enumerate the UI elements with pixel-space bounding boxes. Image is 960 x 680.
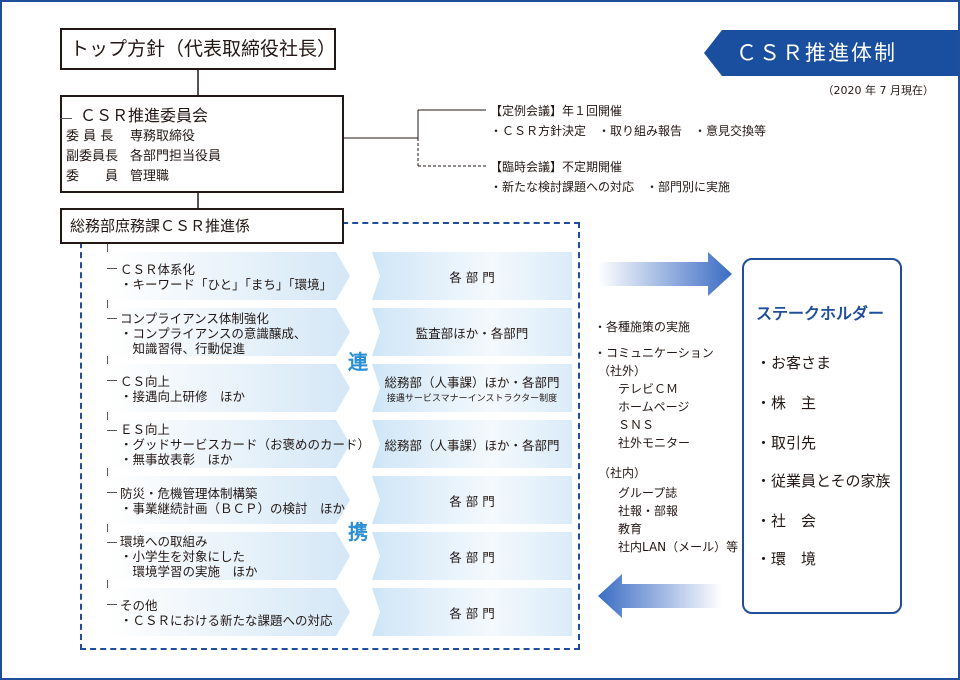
arrow-right-icon	[598, 252, 732, 296]
inside-channel: 社内LAN（メール）等	[618, 540, 739, 554]
responsible-dept: 各 部 門	[372, 532, 572, 580]
responsible-dept: 各 部 門	[372, 476, 572, 524]
inside-channel: グループ誌	[618, 486, 678, 500]
responsible-dept: 総務部（人事課）ほか・各部門	[372, 420, 572, 468]
stakeholder-title: ステークホルダー	[756, 304, 885, 323]
stakeholder-item: ・株 主	[756, 394, 817, 412]
committee-member: 委 員 長専務取締役	[66, 129, 196, 144]
initiative-item	[88, 532, 350, 580]
page-title: ＣＳＲ推進体制	[704, 30, 958, 76]
tree-branch	[107, 492, 117, 493]
initiative-text: ＥＳ向上・グッドサービスカード（お褒めのカード）・無事故表彰 ほか	[120, 422, 371, 467]
top-policy-box: トップ方針（代表取締役社長）	[60, 28, 336, 70]
tree-branch	[107, 430, 117, 431]
inside-label: （社内）	[598, 466, 647, 480]
initiative-item	[88, 476, 350, 524]
date-note: （2020 年 7 月現在）	[822, 84, 934, 97]
csr-committee-box: ＣＳＲ推進委員会 委 員 長専務取締役 副委員長各部門担当役員 委 員管理職	[60, 95, 344, 193]
initiative-item	[88, 364, 350, 412]
tree-branch	[107, 318, 117, 319]
outside-channel: ホームページ	[618, 400, 690, 414]
stakeholder-item: ・お客さま	[756, 354, 832, 372]
outside-channel: 社外モニター	[618, 436, 691, 450]
middle-line: ・コミュニケーション	[594, 346, 714, 360]
outside-channel: ＳＮＳ	[618, 418, 655, 432]
responsible-dept: 各 部 門	[372, 252, 572, 300]
outside-channel: テレビＣＭ	[618, 382, 679, 396]
initiative-item	[88, 588, 350, 636]
member-tick	[60, 118, 72, 119]
department-box: 総務部庶務課ＣＳＲ推進係	[60, 208, 344, 244]
initiative-text: ＣＳＲ体系化・キーワード「ひと」「まち」「環境」	[120, 262, 333, 292]
stakeholder-item: ・環 境	[756, 550, 817, 568]
renkei-char: 連	[348, 350, 368, 374]
tree-branch	[107, 380, 117, 381]
initiative-text: 環境への取組み・小学生を対象にした 環境学習の実施 ほか	[120, 534, 258, 579]
responsible-dept: 総務部（人事課）ほか・各部門接遇サービスマナーインストラクター制度	[372, 364, 572, 412]
stakeholder-box: ステークホルダー ・お客さま ・株 主 ・取引先 ・従業員とその家族 ・社 会 …	[742, 258, 902, 614]
initiative-text: コンプライアンス体制強化・コンプライアンスの意識醸成、 知識習得、行動促進	[120, 311, 307, 356]
renkei-char: 携	[348, 520, 368, 544]
responsible-dept: 監査部ほか・各部門	[372, 308, 572, 356]
tree-branch	[107, 604, 117, 605]
stakeholder-item: ・従業員とその家族	[756, 472, 891, 490]
initiative-text: 防災・危機管理体制構築・事業継続計画（ＢＣＰ）の検討 ほか	[120, 486, 346, 516]
stakeholder-item: ・社 会	[756, 512, 817, 530]
initiative-item	[88, 308, 350, 356]
inside-channel: 社報・部報	[618, 504, 679, 518]
regular-meeting-detail: ・ＣＳＲ方針決定 ・取り組み報告 ・意見交換等	[490, 124, 767, 138]
committee-title: ＣＳＲ推進委員会	[80, 106, 209, 125]
outside-label: （社外）	[598, 364, 647, 378]
arrow-left-icon	[598, 574, 722, 618]
committee-member: 委 員管理職	[66, 169, 170, 184]
adhoc-meeting-detail: ・新たな検討課題への対応 ・部門別に実施	[490, 180, 731, 194]
regular-meeting-title: 【定例会議】年１回開催	[490, 104, 623, 118]
middle-line: ・各種施策の実施	[594, 320, 691, 334]
inside-channel: 教育	[618, 522, 643, 536]
initiative-text: その他・ＣＳＲにおける新たな課題への対応	[120, 598, 333, 628]
initiative-item	[88, 252, 350, 300]
tree-branch	[107, 542, 117, 543]
responsible-dept: 各 部 門	[372, 588, 572, 636]
adhoc-meeting-title: 【臨時会議】不定期開催	[490, 160, 623, 174]
stakeholder-item: ・取引先	[756, 434, 817, 452]
initiative-text: ＣＳ向上・接遇向上研修 ほか	[120, 374, 246, 404]
initiative-item	[88, 420, 350, 468]
tree-branch	[107, 268, 117, 269]
committee-member: 副委員長各部門担当役員	[66, 149, 222, 164]
